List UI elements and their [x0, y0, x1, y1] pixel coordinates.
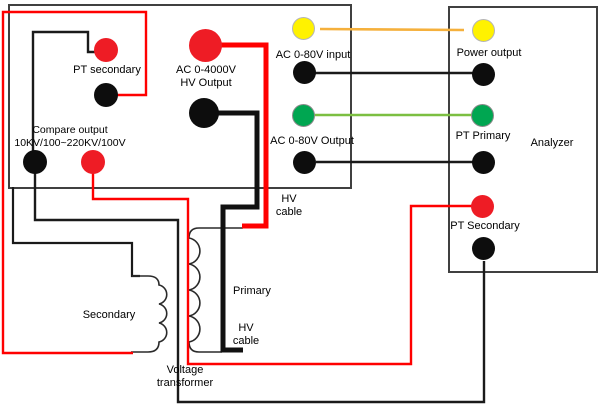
- ac80v-input-black-terminal: [293, 61, 316, 84]
- ac80v-output-black-terminal: [293, 151, 316, 174]
- pt-secondary-red-terminal: [94, 38, 118, 62]
- compare-output-black-terminal: [23, 150, 47, 174]
- ac80v-output-green-terminal: [292, 104, 315, 127]
- pt-secondary-label: PT secondary: [73, 64, 141, 76]
- ac80v-output-label: AC 0-80V Output: [270, 135, 354, 147]
- hv-output-black-terminal: [189, 98, 219, 128]
- hv-cable-black: [218, 110, 260, 353]
- wire-compare-red-to-analyzer-red: [91, 171, 473, 366]
- compare-output-red-terminal: [81, 150, 105, 174]
- analyzer-pt-primary-black-terminal: [472, 151, 495, 174]
- secondary-winding-label: Secondary: [82, 309, 136, 321]
- compare-output-label: Compare output 10KV/100~220KV/100V: [14, 124, 126, 149]
- primary-winding-label: Primary: [233, 285, 271, 297]
- wire-power-yellow: [319, 27, 465, 32]
- hv-cable-bottom-label: HV cable: [232, 322, 260, 347]
- wire-ptsec-black-to-secondary-coil: [1, 10, 148, 355]
- analyzer-title: Analyzer: [530, 137, 574, 149]
- analyzer-pt-secondary-label: PT Secondary: [450, 220, 520, 232]
- power-output-label: Power output: [456, 47, 522, 59]
- voltage-transformer-label: Voltage transformer: [156, 364, 214, 389]
- analyzer-pt-primary-green-terminal: [471, 104, 494, 127]
- hv-cable-top-label: HV cable: [275, 193, 303, 218]
- pt-primary-label: PT Primary: [455, 130, 511, 142]
- analyzer-power-yellow-terminal: [472, 19, 495, 42]
- ac80v-input-label: AC 0-80V input: [275, 49, 351, 61]
- wire-ptsec-to-analyzer-black: [31, 30, 486, 404]
- analyzer-box: [448, 6, 598, 273]
- analyzer-pt-secondary-red-terminal: [471, 195, 494, 218]
- wire-box-to-secondary-coil: [11, 187, 140, 278]
- test-set-box: [8, 4, 352, 189]
- ac80v-input-yellow-terminal: [292, 17, 315, 40]
- secondary-coil: [131, 275, 168, 353]
- hv-output-red-terminal: [189, 29, 222, 62]
- analyzer-pt-secondary-black-terminal: [472, 237, 495, 260]
- hv-cable-red: [220, 42, 269, 229]
- analyzer-power-black-terminal: [472, 63, 495, 86]
- pt-secondary-black-terminal: [94, 83, 118, 107]
- hv-output-label: AC 0-4000V HV Output: [176, 64, 236, 89]
